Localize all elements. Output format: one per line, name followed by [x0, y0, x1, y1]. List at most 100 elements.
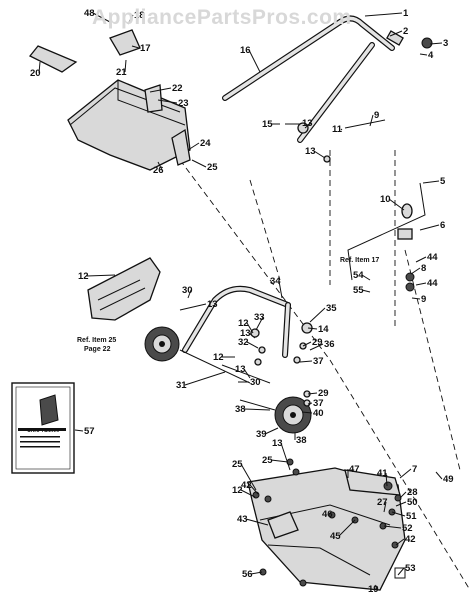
- leader-line-33: [255, 316, 264, 331]
- callout-51: 51: [406, 511, 417, 522]
- front-wheel: [144, 326, 180, 362]
- owners-manual: CRAFTSMAN: [11, 382, 75, 474]
- callout-16: 16: [240, 45, 251, 56]
- callout-13: 13: [302, 118, 313, 129]
- leader-line-48: [92, 12, 111, 23]
- leader-line-43: [245, 518, 269, 526]
- leader-line-3: [429, 42, 443, 45]
- callout-27: 27: [377, 497, 388, 508]
- callout-10: 10: [380, 194, 391, 205]
- leader-line-9: [411, 297, 421, 300]
- manual-brand: CRAFTSMAN: [27, 428, 59, 434]
- side-deflector: [87, 257, 161, 321]
- leader-line-13: [280, 442, 291, 471]
- callout-4: 4: [428, 50, 434, 61]
- callout-20: 20: [30, 68, 41, 79]
- lower-handle: [182, 285, 291, 358]
- leader-line-29: [302, 341, 312, 347]
- leader-line-26: [157, 161, 163, 171]
- leader-line-27: [383, 501, 387, 513]
- leader-line-39: [264, 427, 279, 435]
- shift-rod: [347, 182, 426, 281]
- callout-6: 6: [440, 220, 445, 231]
- leader-line-28: [399, 491, 407, 499]
- callout-37: 37: [313, 398, 324, 409]
- callout-5: 5: [440, 176, 446, 187]
- leader-line-24: [187, 142, 200, 151]
- callout-36: 36: [324, 339, 335, 350]
- callout-55: 55: [353, 285, 364, 296]
- leader-line-13: [243, 368, 251, 379]
- leader-line-9: [369, 114, 374, 127]
- leader-line-37: [299, 360, 313, 363]
- reference-note-item-25: Ref. Item 25: [77, 337, 116, 344]
- callout-31: 31: [176, 380, 187, 391]
- callout-47: 47: [349, 464, 360, 475]
- leader-line-13: [313, 150, 326, 159]
- callout-9: 9: [421, 294, 426, 305]
- callout-21: 21: [116, 67, 127, 78]
- leader-line-44: [415, 282, 427, 286]
- callout-12: 12: [78, 271, 89, 282]
- leader-line-32: [246, 341, 259, 349]
- leader-line-25: [270, 459, 289, 463]
- leader-line-37: [307, 402, 313, 405]
- leader-line-20: [38, 61, 41, 74]
- callout-13: 13: [240, 328, 251, 339]
- leader-line-13: [179, 303, 207, 311]
- callout-12: 12: [213, 352, 224, 363]
- leader-line-57: [74, 429, 84, 432]
- leader-line-56: [250, 571, 263, 575]
- leader-line-13: [248, 332, 256, 339]
- callout-15: 15: [262, 119, 273, 130]
- rear-wheel: [274, 396, 312, 434]
- handle-hardware: [285, 30, 433, 292]
- leader-line-51: [391, 511, 406, 517]
- callout-12: 12: [232, 485, 243, 496]
- callout-54: 54: [353, 270, 364, 281]
- callout-49: 49: [443, 474, 454, 485]
- leader-line-6: [419, 224, 440, 231]
- leader-line-18: [127, 14, 134, 25]
- callout-17: 17: [140, 43, 151, 54]
- callout-57: 57: [84, 426, 95, 437]
- callout-38: 38: [235, 404, 246, 415]
- callout-53: 53: [405, 563, 416, 574]
- leader-line-49: [435, 471, 443, 480]
- leader-line-16: [248, 49, 261, 73]
- leader-line-1: [364, 12, 403, 17]
- leader-line-41: [385, 472, 388, 487]
- callout-2: 2: [403, 26, 408, 37]
- reference-note-item-17: Ref. Item 17: [340, 257, 379, 264]
- leader-line-52: [383, 525, 402, 529]
- leader-line-23: [157, 99, 178, 104]
- callout-39: 39: [256, 429, 267, 440]
- leader-line-36: [309, 343, 324, 351]
- callout-48: 48: [84, 8, 95, 19]
- callout-56: 56: [242, 569, 253, 580]
- leader-line-31: [184, 371, 226, 386]
- callout-30: 30: [182, 285, 193, 296]
- leader-line-8: [410, 267, 421, 275]
- callout-29: 29: [312, 337, 323, 348]
- callout-52: 52: [402, 523, 413, 534]
- callout-32: 32: [238, 337, 249, 348]
- callout-18: 18: [134, 10, 145, 21]
- callout-35: 35: [326, 303, 337, 314]
- assembly-leader-lines: [179, 150, 469, 590]
- leader-line-25: [240, 463, 257, 491]
- leader-line-55: [361, 289, 371, 293]
- callout-14: 14: [318, 324, 329, 335]
- leader-line-42: [395, 538, 405, 546]
- callout-45: 45: [330, 531, 341, 542]
- callout-42: 42: [405, 534, 416, 545]
- upper-handle: [222, 15, 395, 143]
- callout-44: 44: [427, 252, 438, 263]
- callout-50: 50: [407, 497, 418, 508]
- leader-line-45: [338, 519, 356, 537]
- leader-line-44: [415, 256, 427, 263]
- callout-7: 7: [412, 464, 417, 475]
- callout-3: 3: [443, 38, 448, 49]
- leader-line-14: [307, 327, 318, 330]
